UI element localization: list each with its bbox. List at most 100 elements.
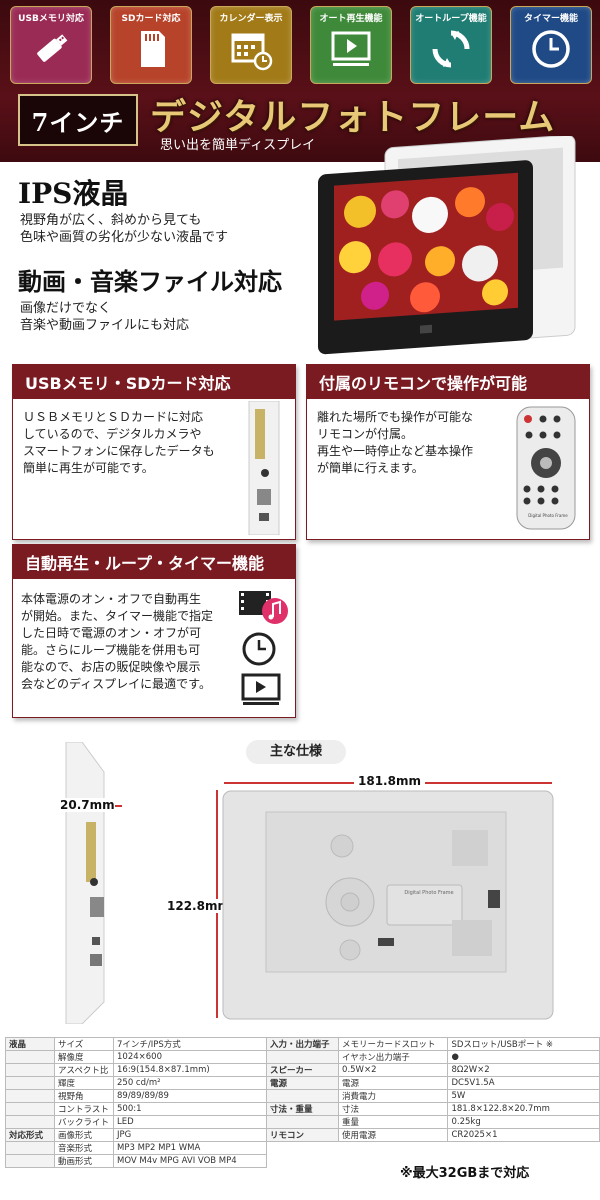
feature-tile-label: SDカード対応 xyxy=(121,14,181,24)
spec-label: 消費電力 xyxy=(338,1089,449,1103)
feature-tile-label: カレンダー表示 xyxy=(219,14,283,24)
feature-tile-usb: USBメモリ対応 xyxy=(10,6,92,84)
feature-tile-timer: タイマー機能 xyxy=(510,6,592,84)
feature-tile-label: USBメモリ対応 xyxy=(18,14,84,24)
spec-value: MP3 MP2 MP1 WMA xyxy=(113,1141,267,1155)
spec-value: MOV M4v MPG AVI VOB MP4 xyxy=(113,1154,267,1168)
spec-category: 入力・出力端子 xyxy=(265,1037,340,1051)
remote-text-3: 再生や一時停止など基本操作 xyxy=(317,444,474,458)
spec-category xyxy=(5,1050,55,1064)
spec-value: ● xyxy=(447,1050,600,1064)
spec-value: JPG xyxy=(113,1128,267,1142)
spec-value: SDスロット/USBポート ※ xyxy=(447,1037,600,1051)
ips-text-2: 色味や画質の劣化が少ない液晶です xyxy=(20,230,229,245)
spec-value: 89/89/89/89 xyxy=(113,1089,267,1103)
side-ports-image xyxy=(248,401,280,535)
spec-label: コントラスト xyxy=(54,1102,114,1116)
remote-label: Digital Photo Frame xyxy=(528,513,568,518)
spec-category xyxy=(5,1076,55,1090)
remote-section: 付属のリモコンで操作が可能 離れた場所でも操作が可能な リモコンが付属。 再生や… xyxy=(306,364,590,540)
usb-text-2: しているので、デジタルカメラや xyxy=(23,427,202,441)
ips-text-1: 視野角が広く、斜めから見ても xyxy=(20,213,202,228)
spec-category: 液晶 xyxy=(5,1037,55,1051)
spec-category: 寸法・重量 xyxy=(265,1102,340,1116)
feature-tile-label: タイマー機能 xyxy=(523,14,578,24)
video-player-icon xyxy=(241,673,281,705)
remote-text-1: 離れた場所でも操作が可能な xyxy=(317,410,474,424)
spec-category xyxy=(5,1141,55,1155)
calendar-icon xyxy=(231,33,273,71)
spec-category: 電源 xyxy=(265,1076,340,1090)
spec-value: 500:1 xyxy=(113,1102,267,1116)
feature-tile-calendar: カレンダー表示 xyxy=(210,6,292,84)
auto-text-6: 会などのディスプレイに最適です。 xyxy=(21,677,211,691)
spec-label: 使用電源 xyxy=(338,1128,449,1142)
depth-dimension: 20.7mm xyxy=(60,798,115,812)
spec-label: 輝度 xyxy=(54,1076,114,1090)
feature-tile-label: オートループ機能 xyxy=(415,14,487,24)
play-icon xyxy=(331,31,371,66)
spec-label: 音楽形式 xyxy=(54,1141,114,1155)
spec-category xyxy=(5,1089,55,1103)
sd-card-icon xyxy=(141,31,165,67)
feature-tile-autoplay: オート再生機能 xyxy=(310,6,392,84)
spec-category: スピーカー xyxy=(265,1063,340,1077)
media-title: 動画・音楽ファイル対応 xyxy=(18,267,282,296)
spec-value: 0.25kg xyxy=(447,1115,600,1129)
spec-label: 0.5W×2 xyxy=(338,1063,449,1077)
spec-value: 7インチ/IPS方式 xyxy=(113,1037,267,1051)
usb-text-1: ＵＳＢメモリとＳＤカードに対応 xyxy=(23,410,204,424)
page-title: デジタルフォトフレーム xyxy=(150,96,556,138)
feature-tile-label: オート再生機能 xyxy=(319,14,383,24)
spec-label: 解像度 xyxy=(54,1050,114,1064)
spec-label: 視野角 xyxy=(54,1089,114,1103)
spec-label: メモリーカードスロット xyxy=(338,1037,449,1051)
spec-label: 画像形式 xyxy=(54,1128,114,1142)
usb-text-3: スマートフォンに保存したデータも xyxy=(23,444,215,458)
spec-category xyxy=(5,1063,55,1077)
auto-section-title: 自動再生・ループ・タイマー機能 xyxy=(13,545,295,579)
spec-value: 181.8×122.8×20.7mm xyxy=(447,1102,600,1116)
footnote: ※最大32GBまで対応 xyxy=(400,1166,530,1181)
spec-label: アスペクト比 xyxy=(54,1063,114,1077)
spec-value: CR2025×1 xyxy=(447,1128,600,1142)
auto-text-3: した日時で電源のオン・オフが可 xyxy=(21,626,202,640)
spec-category xyxy=(5,1102,55,1116)
spec-value: 5W xyxy=(447,1089,600,1103)
spec-category xyxy=(5,1154,55,1168)
photo-frame-image xyxy=(318,136,576,355)
auto-text-4: 能。さらにループ機能を併用も可 xyxy=(21,643,201,657)
spec-category xyxy=(5,1115,55,1129)
spec-value: DC5V1.5A xyxy=(447,1076,600,1090)
spec-category: 対応形式 xyxy=(5,1128,55,1142)
usb-stick-icon xyxy=(37,34,68,62)
spec-value: 1024×600 xyxy=(113,1050,267,1064)
spec-label: 電源 xyxy=(338,1076,449,1090)
usb-text-4: 簡単に再生が可能です。 xyxy=(23,461,154,475)
film-music-icon xyxy=(239,591,288,624)
page-subtitle: 思い出を簡単ディスプレイ xyxy=(160,138,316,153)
feature-tile-loop: オートループ機能 xyxy=(410,6,492,84)
spec-label: サイズ xyxy=(54,1037,114,1051)
side-view-image xyxy=(65,742,105,1024)
ips-title: IPS液晶 xyxy=(18,177,129,210)
loop-icon xyxy=(432,30,470,68)
spec-category xyxy=(265,1089,340,1103)
clock-icon xyxy=(242,632,276,666)
media-text-1: 画像だけでなく xyxy=(20,301,112,316)
spec-label: バックライト xyxy=(54,1115,114,1129)
